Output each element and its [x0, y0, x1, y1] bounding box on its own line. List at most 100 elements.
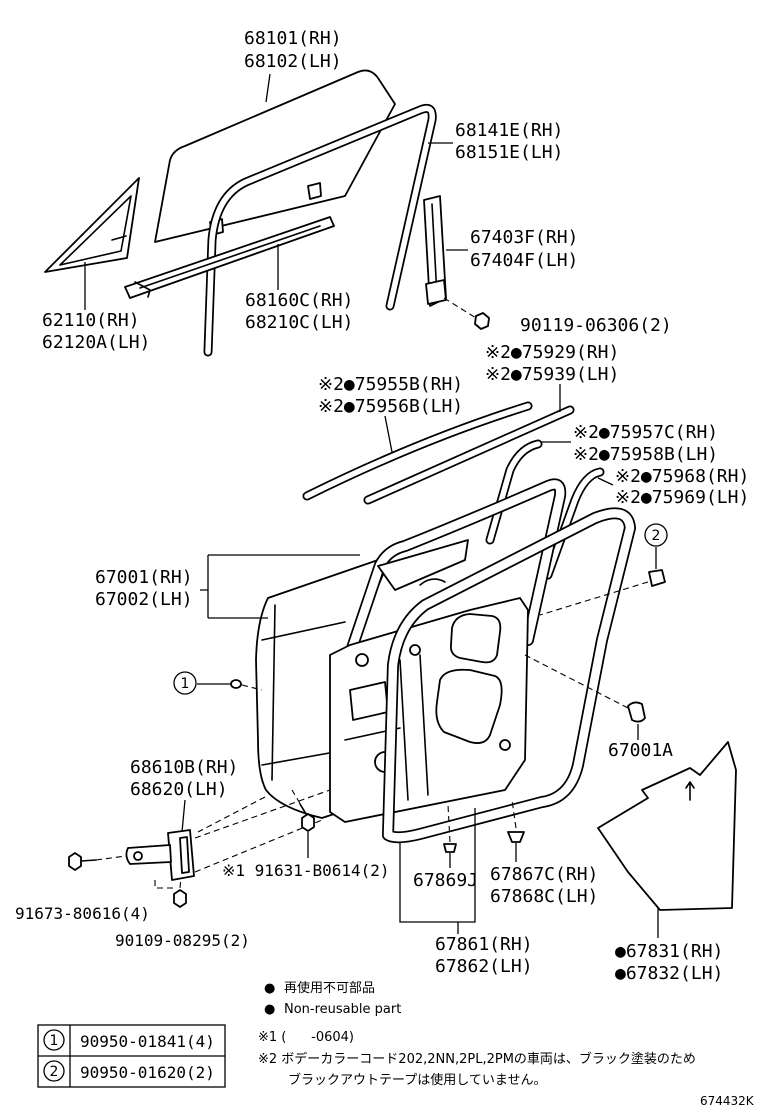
legend-mark-en: ● — [264, 1002, 275, 1017]
tape-75929-fill — [365, 407, 573, 503]
ref-2-circle — [644, 523, 668, 547]
legend: ● 再使用不可部品 ● Non-reusable part — [264, 980, 401, 1017]
label-tape-c-lh: ※2●75958B(LH) — [573, 444, 718, 465]
label-screw-a: 90119-06306(2) — [520, 315, 672, 336]
glass-clip-rear — [307, 182, 322, 200]
plug-table-ref-2: 2 — [50, 1064, 59, 1080]
door-skin-edge — [271, 604, 276, 781]
mirror-base — [377, 539, 469, 591]
legend-mark-ja: ● — [264, 981, 275, 996]
label-tape-a-rh: ※2●75929(RH) — [485, 342, 619, 363]
label-run-channel-lh: 68151E(LH) — [455, 142, 563, 163]
hinge-arm-hole — [133, 851, 143, 861]
hinge-guide-door — [197, 796, 266, 833]
label-quarter-glass-rh: 62110(RH) — [42, 310, 140, 331]
clip-67867c-body — [507, 831, 525, 843]
bolt-91631-shank — [299, 803, 307, 815]
screw-90119 — [443, 297, 490, 330]
door-inner-rib-2 — [419, 654, 429, 796]
label-belt-molding-lh: 68210C(LH) — [245, 312, 353, 333]
blackout-tape-75929 — [363, 405, 575, 505]
division-bar — [423, 195, 447, 307]
bolt-90109 — [154, 877, 187, 908]
plug-table-ref-2-circle — [43, 1060, 65, 1082]
door-frame-front-fill — [347, 480, 565, 653]
label-door-panel-lh: 67002(LH) — [95, 589, 193, 610]
label-tape-b-lh: ※2●75956B(LH) — [318, 396, 463, 417]
plug-1-guide — [241, 684, 263, 691]
label-run-channel-rh: 68141E(RH) — [455, 120, 563, 141]
label-weatherstrip-rh: 67861(RH) — [435, 934, 533, 955]
tape-75968-fill — [545, 469, 603, 578]
door-hole-small-1 — [355, 653, 369, 667]
ref-1-number: 1 — [181, 676, 190, 692]
cap-2-body — [648, 569, 666, 587]
label-bolt-b: 91673-80616(4) — [15, 904, 150, 923]
plug-table-ref-1: 1 — [50, 1033, 59, 1049]
label-glass-rh: 68101(RH) — [244, 28, 342, 49]
plug-table-part-1: 90950-01841(4) — [80, 1032, 215, 1051]
bolt-91673-guide — [95, 855, 127, 861]
service-hole-cover — [597, 741, 737, 911]
leader-hinge — [181, 799, 186, 833]
blackout-tape-75957c — [485, 439, 543, 545]
belt-molding-end — [134, 281, 151, 298]
weatherstrip-fill — [383, 509, 635, 842]
door-outer-skin — [255, 559, 385, 819]
clip-67867c — [507, 799, 525, 843]
plug-table: 1 90950-01841(4) 2 90950-01620(2) — [37, 1024, 226, 1088]
label-belt-molding-rh: 68160C(RH) — [245, 290, 353, 311]
bolt-91673-shank — [80, 859, 97, 862]
label-clip-b-rh: 67867C(RH) — [490, 864, 598, 885]
door-hole-small-2 — [409, 644, 421, 656]
label-clip-a: 67869J — [413, 870, 478, 891]
door-weatherstrip — [382, 507, 636, 844]
ref-1-circle — [173, 671, 197, 695]
label-hole-plug: 67001A — [608, 740, 673, 761]
leader-weatherstrip — [399, 808, 476, 934]
service-hole-lower — [435, 668, 503, 744]
tape-75955b-fill — [304, 403, 531, 499]
label-tape-c-rh: ※2●75957C(RH) — [573, 422, 718, 443]
service-hole-cover-sheet — [597, 741, 737, 911]
screw-90119-head — [474, 312, 490, 330]
tape-75957c-fill — [487, 441, 541, 543]
label-glass-lh: 68102(LH) — [244, 51, 342, 72]
service-hole-cover-mark — [685, 781, 695, 801]
clip-67869j-body — [443, 843, 457, 853]
leader-tape-75968 — [597, 477, 614, 486]
bolt-91631 — [291, 789, 315, 832]
quarter-glass-lip — [111, 235, 127, 241]
glass-run-channel — [203, 103, 437, 357]
cap-ref-2 — [539, 569, 666, 616]
bolt-90109-head — [173, 889, 187, 908]
legend-text-en: Non-reusable part — [284, 1002, 401, 1017]
clip-67869j-guide — [447, 804, 451, 843]
run-channel-fill — [205, 105, 435, 355]
bolt-91673 — [68, 852, 127, 871]
division-bar-groove — [431, 203, 438, 297]
ref-2-number: 2 — [652, 528, 661, 544]
label-hole-cover-lh: ●67832(LH) — [615, 963, 723, 984]
bolt-91631-head — [301, 813, 315, 832]
door-skin-line-upper — [261, 621, 346, 641]
label-tape-a-lh: ※2●75939(LH) — [485, 364, 619, 385]
label-hole-cover-rh: ●67831(RH) — [615, 941, 723, 962]
label-bolt-c: 90109-08295(2) — [115, 931, 250, 950]
belt-molding-lip — [139, 225, 321, 289]
leader-glass — [265, 73, 271, 103]
bolt-90109-guide — [179, 877, 182, 889]
clip-67869j — [443, 804, 457, 853]
hinge-guide-lower — [194, 819, 323, 873]
label-hinge-lh: 68620(LH) — [130, 779, 228, 800]
label-hinge-rh: 68610B(RH) — [130, 757, 238, 778]
leader-lines — [84, 73, 659, 938]
hole-plug-body — [627, 701, 646, 723]
plug-ref-1 — [230, 679, 263, 691]
hinge-arm — [125, 844, 172, 865]
hole-plug-67001a — [524, 654, 646, 723]
door-hole-small-3 — [499, 739, 511, 751]
note-2-line-2: ブラックアウトテープは使用していません。 — [288, 1072, 546, 1088]
plug-1-body — [230, 679, 242, 689]
label-division-bar-rh: 67403F(RH) — [470, 227, 578, 248]
